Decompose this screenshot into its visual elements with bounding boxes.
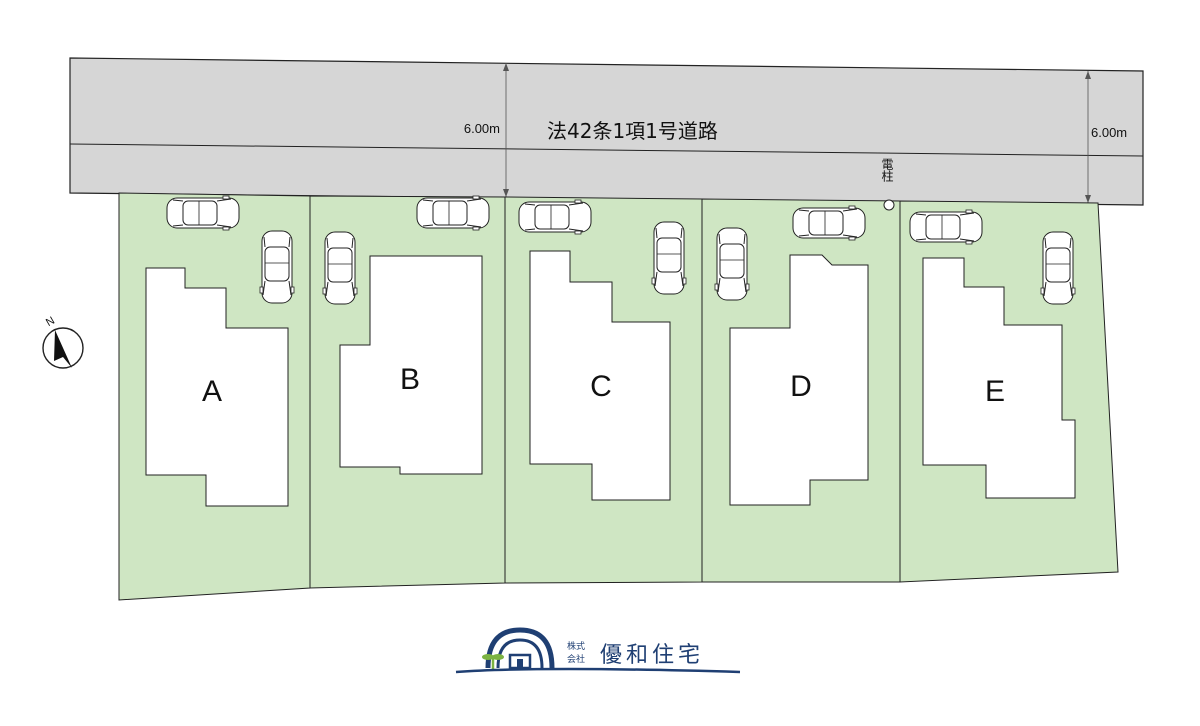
car-c-horizontal [518, 199, 592, 235]
utility-pole-icon [883, 199, 895, 211]
logo-underline [455, 667, 741, 674]
lot-label-d: D [790, 370, 812, 403]
car-a-vertical [259, 230, 295, 304]
road-width-dimension-right [1085, 71, 1091, 203]
logo-arc-inner-icon [496, 638, 544, 669]
north-label: N [44, 315, 57, 329]
building-a [145, 267, 289, 507]
road-label: 法42条1項1号道路 [547, 119, 718, 143]
lot-label-e: E [985, 375, 1005, 408]
logo-kaisha: 会社 [567, 653, 585, 665]
car-e-vertical [1040, 231, 1076, 305]
north-arrow: N [42, 315, 84, 369]
lot-label-c: C [590, 370, 612, 403]
lot-label-a: A [202, 375, 222, 408]
road-width-left-label: 6.00m [464, 121, 500, 136]
road-width-dimension-left [503, 63, 509, 197]
company-logo: 株式 会社 優和住宅 [455, 627, 741, 674]
road-width-right-label: 6.00m [1091, 125, 1127, 140]
buildings [145, 250, 1076, 507]
building-e [922, 257, 1076, 499]
logo-kabushiki: 株式 [567, 640, 585, 652]
car-d-horizontal [792, 205, 866, 241]
utility-pole: 電柱 [880, 158, 895, 211]
building-d [729, 254, 869, 506]
logo-company-name: 優和住宅 [600, 643, 704, 668]
road [69, 57, 1144, 206]
car-b-vertical [322, 231, 358, 305]
car-a-horizontal [166, 195, 240, 231]
road-centerline [69, 143, 1144, 157]
building-c [529, 250, 671, 501]
lot-label-b: B [400, 363, 420, 396]
building-b [339, 255, 483, 475]
utility-pole-label: 電柱 [880, 158, 894, 183]
car-e-horizontal [909, 209, 983, 245]
car-c-vertical [651, 221, 687, 295]
car-b-horizontal [416, 195, 490, 231]
north-pointer-icon [54, 330, 72, 368]
logo-arc-outer-icon [485, 627, 555, 669]
car-d-vertical [714, 227, 750, 301]
